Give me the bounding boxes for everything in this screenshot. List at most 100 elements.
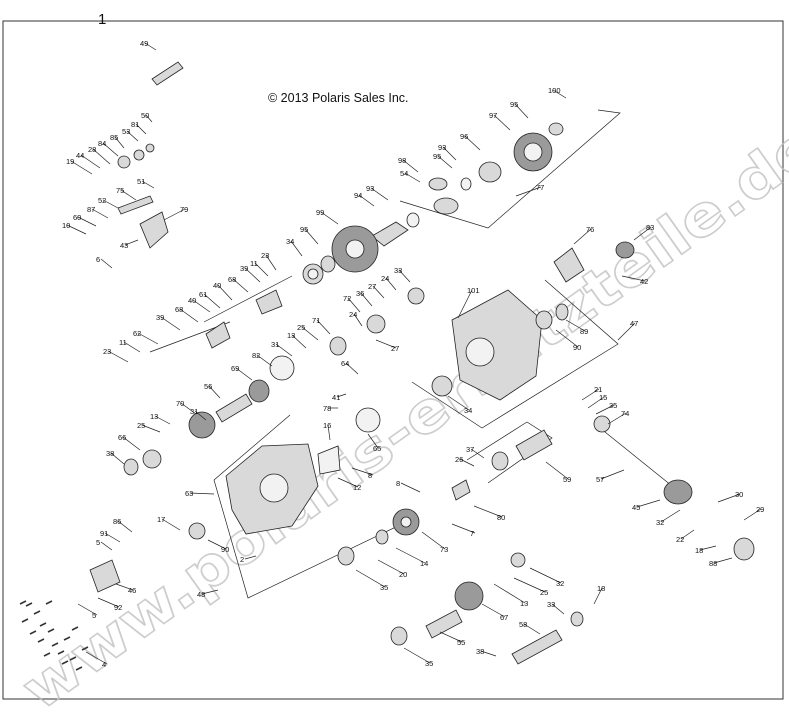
- bolt-icon: [25, 602, 33, 607]
- callout-87: 87: [87, 205, 95, 214]
- gear-70: [188, 411, 216, 439]
- callout-63: 63: [185, 489, 193, 498]
- bolt-icon: [43, 652, 51, 657]
- callout-leader: [316, 319, 331, 335]
- callout-74: 74: [621, 409, 629, 418]
- callout-86: 86: [113, 517, 121, 526]
- bolt-icon: [19, 600, 27, 605]
- callout-leader: [120, 189, 137, 201]
- callout-76: 76: [586, 225, 594, 234]
- callout-leader: [480, 650, 497, 657]
- callout-50: 50: [141, 111, 149, 120]
- washer-93: [460, 177, 472, 191]
- callout-35: 35: [380, 583, 388, 592]
- callout-leader: [470, 448, 485, 459]
- callout-leader: [545, 461, 569, 480]
- callout-leader: [117, 520, 133, 533]
- shift-rod-group: [149, 275, 293, 353]
- callout-leader: [345, 362, 359, 375]
- callout-14: 14: [420, 559, 428, 568]
- callout-leader: [442, 146, 457, 161]
- callout-leader: [179, 308, 199, 323]
- bolt-icon: [33, 610, 41, 615]
- callout-42: 42: [640, 277, 648, 286]
- callout-leader: [595, 404, 615, 415]
- callout-93: 93: [438, 143, 446, 152]
- bolt-icon: [45, 600, 53, 605]
- bolt-icon: [21, 618, 29, 623]
- gear-66: [142, 449, 162, 469]
- callout-leader: [515, 186, 542, 197]
- callout-leader: [633, 226, 652, 241]
- callout-77: 77: [536, 183, 544, 192]
- callout-70: 70: [176, 399, 184, 408]
- callout-leader: [439, 631, 463, 643]
- outline-case-47: [411, 279, 619, 429]
- callout-93: 93: [366, 184, 374, 193]
- callout-31: 31: [190, 407, 198, 416]
- callout-leader: [145, 114, 153, 123]
- callout-29: 29: [756, 505, 764, 514]
- shaft-58: [511, 629, 563, 665]
- callout-27: 27: [368, 282, 376, 291]
- callout-leader: [351, 467, 374, 476]
- callout-leader: [192, 299, 211, 313]
- bearing-35b: [390, 626, 408, 646]
- callout-5: 5: [92, 611, 96, 620]
- washer-81: [145, 143, 155, 153]
- callout-leader: [358, 194, 375, 207]
- callout-26: 26: [455, 455, 463, 464]
- callout-leader: [457, 289, 473, 319]
- left-small-parts: [117, 61, 635, 283]
- callout-leader: [232, 278, 249, 293]
- callout-leader: [699, 545, 717, 551]
- callout-leader: [254, 262, 269, 277]
- bolt-icon: [61, 660, 69, 665]
- callout-79: 79: [180, 205, 188, 214]
- page-number: 1: [98, 11, 106, 28]
- callout-leader: [395, 547, 426, 564]
- gear-99-hub: [345, 239, 365, 259]
- callout-39: 39: [240, 264, 248, 273]
- fastener-group: [19, 600, 89, 671]
- callout-leader: [514, 103, 529, 119]
- callout-23: 23: [261, 251, 269, 260]
- callout-4: 4: [102, 660, 106, 669]
- callout-89: 89: [580, 327, 588, 336]
- callout-leader: [102, 142, 119, 157]
- bolt-icon: [29, 630, 37, 635]
- callout-leader: [154, 415, 171, 425]
- callout-leader: [291, 334, 307, 349]
- callout-leader: [180, 402, 197, 415]
- callout-leader: [235, 367, 253, 381]
- callout-85: 85: [110, 133, 118, 142]
- bearing-89: [555, 303, 569, 321]
- bearing-35: [337, 546, 355, 566]
- callout-80: 80: [497, 513, 505, 522]
- callout-leader: [459, 458, 475, 467]
- callout-leader: [660, 509, 681, 523]
- gear-96: [478, 161, 502, 183]
- gear-84: [117, 155, 131, 169]
- callout-90: 90: [573, 343, 581, 352]
- callout-leader: [97, 597, 120, 608]
- callout-leader: [400, 482, 421, 493]
- callout-52: 52: [98, 196, 106, 205]
- callout-37: 37: [466, 445, 474, 454]
- callout-45: 45: [632, 503, 640, 512]
- callout-62: 62: [133, 329, 141, 338]
- callout-leader: [529, 567, 562, 584]
- callout-leader: [100, 541, 113, 551]
- callout-67: 67: [500, 613, 508, 622]
- callout-16: 16: [323, 421, 331, 430]
- callout-leader: [743, 508, 762, 521]
- callout-leader: [163, 208, 186, 221]
- callout-leader: [481, 603, 506, 618]
- callout-leader: [144, 42, 157, 51]
- callout-58: 58: [519, 620, 527, 629]
- shaft-56: [215, 393, 253, 423]
- callout-15: 15: [599, 393, 607, 402]
- callout-leader: [370, 187, 389, 201]
- callout-25: 25: [137, 421, 145, 430]
